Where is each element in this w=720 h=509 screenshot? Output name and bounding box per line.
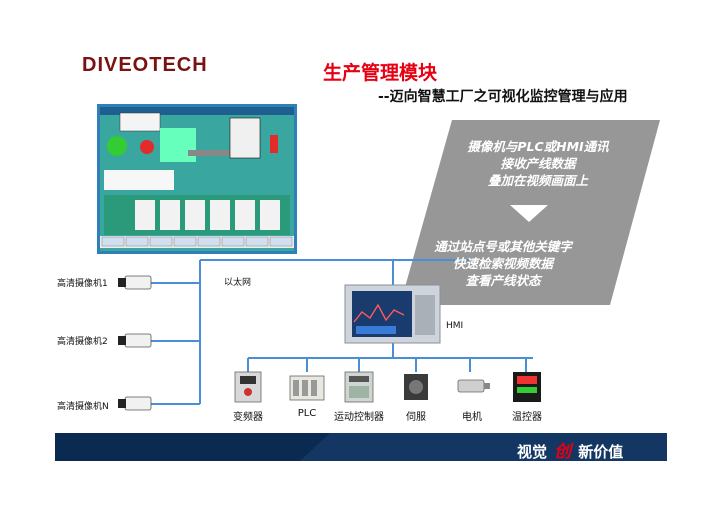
device-label-plc: PLC <box>297 408 317 419</box>
motor-icon <box>457 379 490 393</box>
ethernet-label: 以太网 <box>224 278 252 288</box>
panel-bottom-text: 通过站点号或其他关键字 快速检索视频数据 查看产线状态 <box>383 238 623 289</box>
camera-2-label: 高清摄像机2 <box>57 337 108 347</box>
panel-top-text: 摄像机与PLC或HMI通讯 接收产线数据 叠加在视频画面上 <box>418 138 658 189</box>
camera-1-icon <box>118 275 152 290</box>
motion-controller-icon <box>344 371 374 403</box>
servo-icon <box>404 374 428 400</box>
camera-n-icon <box>118 396 152 411</box>
footer-mid: 创 <box>554 442 572 462</box>
camera-n-label: 高清摄像机N <box>57 402 109 412</box>
inverter-icon <box>234 371 262 403</box>
device-label-inverter: 变频器 <box>233 412 263 423</box>
hmi-label: HMI <box>446 321 464 331</box>
camera-2-icon <box>118 333 152 348</box>
camera-1-label: 高清摄像机1 <box>57 279 108 289</box>
panel-line: 叠加在视频画面上 <box>487 173 588 188</box>
panel-line: 快速检索视频数据 <box>452 256 553 271</box>
scada-screenshot <box>97 104 297 254</box>
device-label-motor: 电机 <box>462 412 482 423</box>
arrow-down <box>510 205 548 222</box>
panel-line: 接收产线数据 <box>500 156 576 171</box>
page-subtitle: --迈向智慧工厂之可视化监控管理与应用 <box>378 89 628 105</box>
hmi-device <box>344 284 441 344</box>
device-label-temperature-controller: 温控器 <box>512 412 542 423</box>
company-logo: DIVEOTECH <box>82 54 208 76</box>
page-title: 生产管理模块 <box>323 62 438 84</box>
panel-line: 通过站点号或其他关键字 <box>434 239 572 254</box>
device-label-motion-controller: 运动控制器 <box>334 412 384 423</box>
footer-slogan: 视觉 创 新价值 <box>517 437 623 462</box>
device-label-servo: 伺服 <box>406 412 426 423</box>
temperature-controller-icon <box>513 372 541 402</box>
footer-left: 视觉 <box>517 443 548 461</box>
footer-right: 新价值 <box>578 443 624 461</box>
panel-line: 查看产线状态 <box>465 273 541 288</box>
panel-line: 摄像机与PLC或HMI通讯 <box>467 139 609 154</box>
plc-icon <box>289 375 325 401</box>
